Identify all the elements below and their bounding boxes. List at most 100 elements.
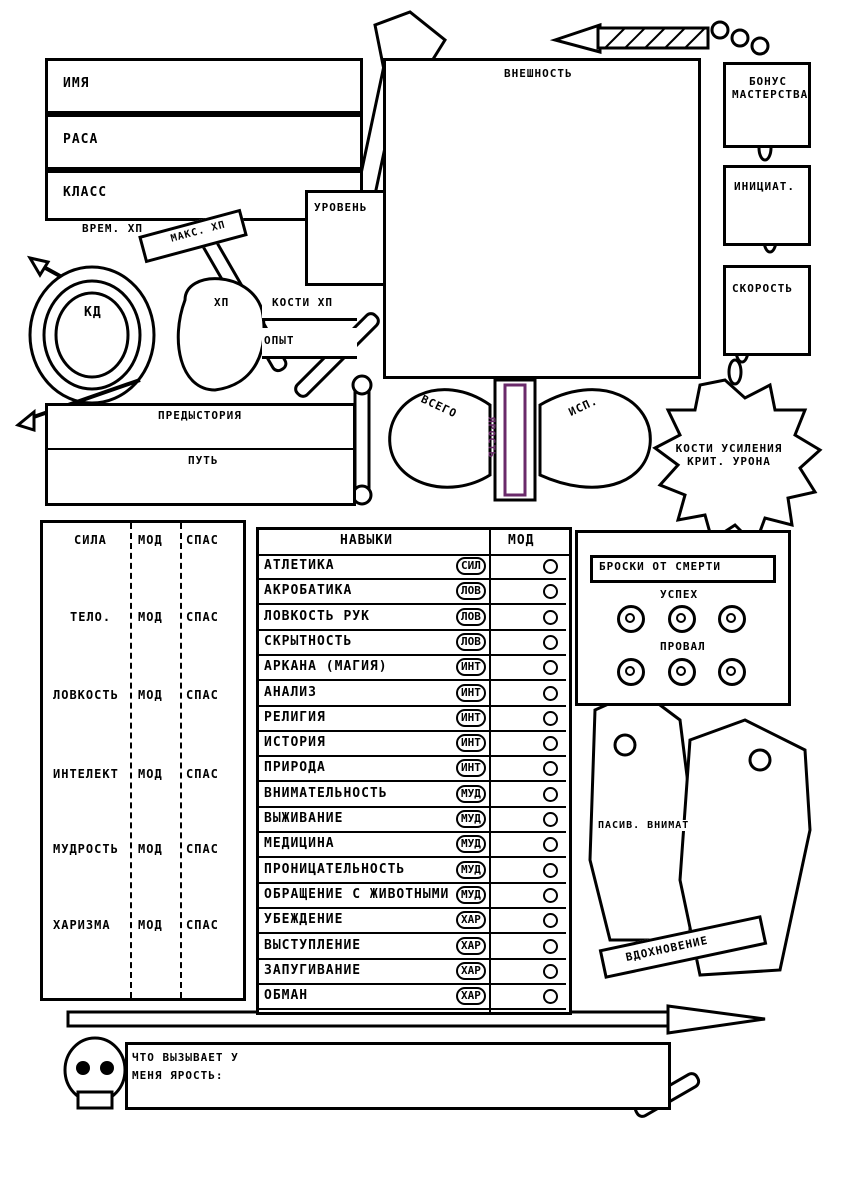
skill-attribute: ХАР (456, 987, 486, 1005)
stat-name: ЛОВКОСТЬ (53, 688, 119, 702)
stat-mod-label: МОД (138, 842, 163, 856)
spear-top-icon (549, 20, 770, 56)
race-field[interactable]: РАСА (45, 114, 363, 170)
proficiency-field[interactable]: БОНУС МАСТЕРСТВА (723, 62, 811, 148)
passive-perception-label: ПАСИВ. ВНИМАТ (598, 820, 690, 831)
skill-row[interactable]: АРКАНА (МАГИЯ)ИНТ (256, 656, 566, 681)
skill-proficiency-circle[interactable] (543, 787, 558, 802)
level-label: УРОВЕНЬ (314, 201, 368, 214)
initiative-field[interactable]: ИНИЦИАТ. (723, 165, 811, 246)
stat-value-field[interactable] (50, 787, 230, 837)
skill-proficiency-circle[interactable] (543, 812, 558, 827)
proficiency-label: БОНУС МАСТЕРСТВА (732, 75, 809, 101)
skill-proficiency-circle[interactable] (543, 736, 558, 751)
path-label: ПУТЬ (188, 454, 219, 467)
success-circle-1[interactable] (617, 605, 645, 633)
skill-row[interactable]: АТЛЕТИКА СИЛ (256, 555, 566, 580)
skills-title: НАВЫКИ (340, 533, 393, 548)
fail-circle-3[interactable] (718, 658, 746, 686)
death-saves-title: БРОСКИ ОТ СМЕРТИ (599, 560, 721, 573)
rage-total-field[interactable] (400, 420, 485, 475)
speed-field[interactable]: СКОРОСТЬ (723, 265, 811, 356)
name-field[interactable]: ИМЯ (45, 58, 363, 114)
stat-save-label: СПАС (186, 610, 219, 624)
skill-row[interactable]: АКРОБАТИКА ЛОВ (256, 580, 566, 605)
skill-attribute: ХАР (456, 937, 486, 955)
skill-proficiency-circle[interactable] (543, 939, 558, 954)
stat-value-field[interactable] (50, 938, 230, 988)
skill-proficiency-circle[interactable] (543, 837, 558, 852)
skill-proficiency-circle[interactable] (543, 913, 558, 928)
skill-name: ЛОВКОСТЬ РУК (264, 609, 370, 624)
skill-attribute: ИНТ (456, 709, 486, 727)
skill-name: АТЛЕТИКА (264, 558, 335, 573)
crit-dice-label: КОСТИ УСИЛЕНИЯ КРИТ. УРОНА (675, 442, 783, 468)
skill-proficiency-circle[interactable] (543, 964, 558, 979)
stat-name: ТЕЛО. (70, 610, 112, 624)
level-field[interactable]: УРОВЕНЬ (305, 190, 386, 286)
skill-proficiency-circle[interactable] (543, 863, 558, 878)
skill-proficiency-circle[interactable] (543, 989, 558, 1004)
xp-field[interactable]: ОПЫТ (262, 328, 357, 359)
backstory-field[interactable]: ПРЕДЫСТОРИЯ ПУТЬ (45, 403, 356, 506)
skill-proficiency-circle[interactable] (543, 610, 558, 625)
stat-save-label: СПАС (186, 688, 219, 702)
skill-proficiency-circle[interactable] (543, 888, 558, 903)
passive-perception-field[interactable] (600, 840, 680, 900)
skill-proficiency-circle[interactable] (543, 686, 558, 701)
skill-proficiency-circle[interactable] (543, 711, 558, 726)
stat-save-label: СПАС (186, 767, 219, 781)
skill-name: ЗАПУГИВАНИЕ (264, 963, 362, 978)
skill-attribute: МУД (456, 785, 486, 803)
stat-value-field[interactable] (50, 553, 230, 603)
rage-used-field[interactable] (550, 420, 635, 475)
skill-name: УБЕЖДЕНИЕ (264, 912, 344, 927)
fail-circle-1[interactable] (617, 658, 645, 686)
skill-row[interactable]: ПРОНИЦАТЕЛЬНОСТЬ МУД (256, 859, 566, 884)
skill-proficiency-circle[interactable] (543, 584, 558, 599)
success-circle-2[interactable] (668, 605, 696, 633)
skill-proficiency-circle[interactable] (543, 559, 558, 574)
skill-proficiency-circle[interactable] (543, 660, 558, 675)
skill-attribute: СИЛ (456, 557, 486, 575)
skill-attribute: МУД (456, 861, 486, 879)
skill-attribute: ИНТ (456, 734, 486, 752)
success-circle-3[interactable] (718, 605, 746, 633)
skill-attribute: ЛОВ (456, 582, 486, 600)
skill-attribute: ХАР (456, 911, 486, 929)
skill-proficiency-circle[interactable] (543, 761, 558, 776)
skill-attribute: МУД (456, 810, 486, 828)
hp-field[interactable] (190, 310, 250, 380)
skill-attribute: МУД (456, 835, 486, 853)
skill-name: АКРОБАТИКА (264, 583, 353, 598)
skill-row[interactable]: УБЕЖДЕНИЕ ХАР (256, 909, 566, 934)
skill-proficiency-circle[interactable] (543, 635, 558, 650)
axe-icon (388, 378, 652, 502)
skill-name: АРКАНА (МАГИЯ) (264, 659, 388, 674)
fail-circle-2[interactable] (668, 658, 696, 686)
stats-table (40, 520, 246, 1001)
skill-name: ПРОНИЦАТЕЛЬНОСТЬ (264, 862, 406, 877)
stat-value-field[interactable] (50, 708, 230, 758)
fail-label: ПРОВАЛ (660, 640, 706, 653)
stat-value-field[interactable] (50, 630, 230, 680)
appearance-field[interactable]: ВНЕШНОСТЬ (383, 58, 701, 379)
ac-label: КД (84, 305, 102, 320)
hit-dice-field[interactable]: КОСТИ ХП (262, 290, 357, 321)
rage-trigger-field[interactable]: ЧТО ВЫЗЫВАЕТ У МЕНЯ ЯРОСТЬ: (125, 1042, 671, 1110)
ac-field[interactable] (62, 295, 120, 375)
stat-value-field[interactable] (50, 862, 230, 912)
